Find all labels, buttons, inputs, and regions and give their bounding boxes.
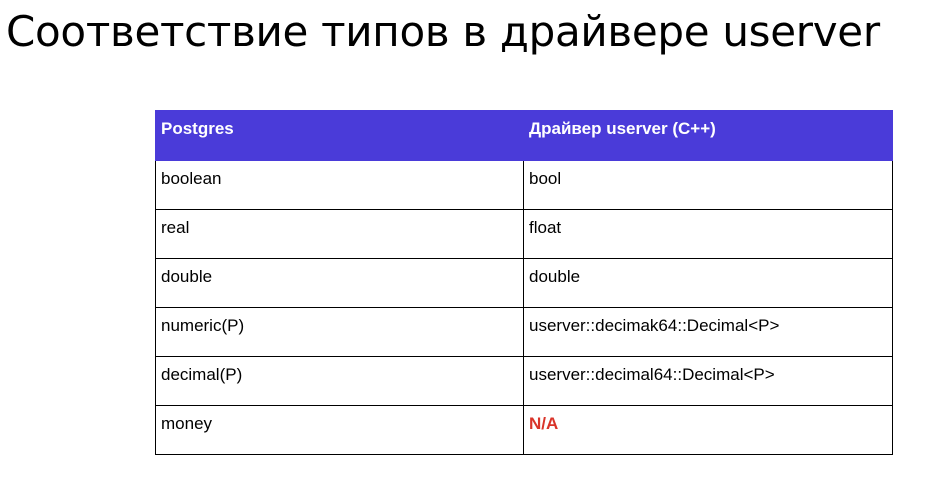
cpp-type-cell: userver::decimak64::Decimal<P>: [523, 307, 893, 357]
postgres-type-cell: decimal(P): [155, 356, 524, 406]
cpp-type-cell: double: [523, 258, 893, 308]
table-row: boolean bool: [155, 160, 893, 210]
table-header: Postgres Драйвер userver (C++): [155, 110, 893, 161]
cpp-type-cell: userver::decimal64::Decimal<P>: [523, 356, 893, 406]
header-postgres: Postgres: [155, 110, 524, 161]
postgres-type-cell: real: [155, 209, 524, 259]
postgres-type-cell: numeric(P): [155, 307, 524, 357]
table-body: boolean bool real float double double nu…: [155, 160, 893, 455]
cpp-type-cell-not-available: N/A: [523, 405, 893, 455]
cpp-type-cell: bool: [523, 160, 893, 210]
table-row: real float: [155, 209, 893, 259]
table-row: decimal(P) userver::decimal64::Decimal<P…: [155, 356, 893, 406]
table-row: double double: [155, 258, 893, 308]
cpp-type-cell: float: [523, 209, 893, 259]
postgres-type-cell: boolean: [155, 160, 524, 210]
table-row: money N/A: [155, 405, 893, 455]
table-header-row: Postgres Драйвер userver (C++): [155, 110, 893, 161]
header-userver-driver: Драйвер userver (C++): [523, 110, 893, 161]
postgres-type-cell: money: [155, 405, 524, 455]
postgres-type-cell: double: [155, 258, 524, 308]
slide-title: Соответствие типов в драйвере userver: [6, 7, 880, 56]
type-mapping-table: Postgres Драйвер userver (C++) boolean b…: [155, 110, 893, 455]
table-row: numeric(P) userver::decimak64::Decimal<P…: [155, 307, 893, 357]
